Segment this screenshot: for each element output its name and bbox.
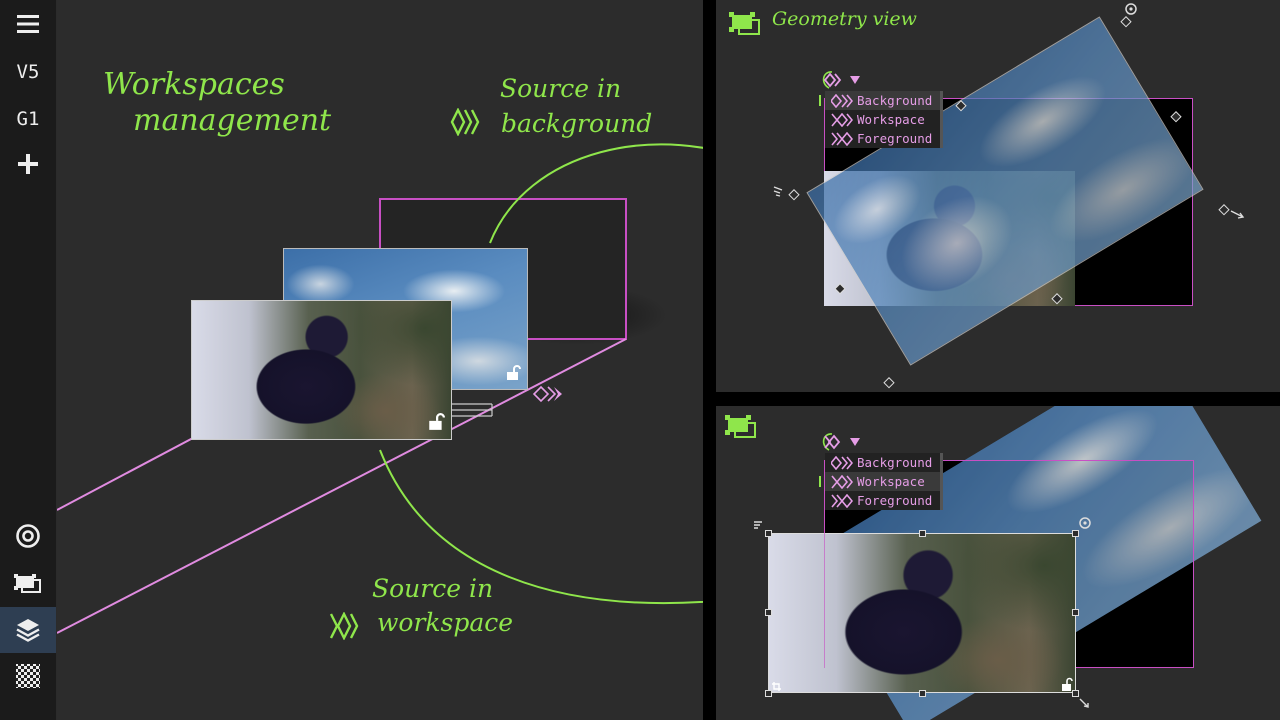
view-button-label: V5 xyxy=(16,61,40,83)
workspaces-panel: Workspaces management Source in backgrou… xyxy=(57,0,703,720)
menu-item-label: Workspace xyxy=(857,474,925,489)
resize-handle[interactable] xyxy=(919,530,926,537)
workspace-chevrons-icon[interactable] xyxy=(532,385,562,403)
menu-item-background[interactable]: Background xyxy=(825,453,940,472)
menu-item-workspace[interactable]: Workspace xyxy=(818,472,941,491)
annotation-source-bg-2: background xyxy=(501,109,653,138)
frame-edge xyxy=(824,533,825,668)
geometry-button[interactable] xyxy=(0,561,56,605)
rotation-handles[interactable] xyxy=(716,0,1280,392)
foreground-icon xyxy=(831,493,853,508)
group-button-label: G1 xyxy=(16,108,40,130)
geometry-view-icon xyxy=(729,12,760,35)
geometry-view-label: Geometry view xyxy=(772,8,917,30)
annotation-workspaces: Workspaces xyxy=(103,67,285,102)
menu-item-background[interactable]: Background xyxy=(818,91,941,110)
background-source-icon xyxy=(450,108,480,136)
crow-image[interactable] xyxy=(191,300,452,440)
chevron-down-icon[interactable] xyxy=(849,437,861,447)
left-toolbar: V5 G1 xyxy=(0,0,57,720)
geometry-view-icon xyxy=(725,415,756,438)
source-selector-top[interactable]: Background Workspace Foreground xyxy=(818,69,944,148)
layers-button[interactable] xyxy=(0,607,56,653)
chevron-down-icon[interactable] xyxy=(849,75,861,85)
unlock-icon[interactable] xyxy=(427,413,445,431)
transform-handles[interactable] xyxy=(716,406,1280,720)
workspace-icon xyxy=(831,474,853,489)
resize-handle[interactable] xyxy=(1072,530,1079,537)
background-icon xyxy=(831,93,853,108)
crow-image-selected[interactable] xyxy=(768,533,1076,693)
workspace-view-panel: Background Workspace Foreground xyxy=(716,406,1280,720)
menu-item-foreground[interactable]: Foreground xyxy=(825,491,940,510)
annotation-source-ws-1: Source in xyxy=(372,574,494,603)
hamburger-icon xyxy=(17,15,39,33)
menu-item-label: Foreground xyxy=(857,131,933,146)
checkerboard-button[interactable] xyxy=(0,654,56,698)
annotation-source-ws-2: workspace xyxy=(377,608,514,637)
source-selector-bottom[interactable]: Background Workspace Foreground xyxy=(818,431,944,510)
add-button[interactable] xyxy=(0,142,56,186)
workspace-source-icon xyxy=(329,612,359,640)
view-button[interactable]: V5 xyxy=(0,50,56,94)
menu-item-label: Workspace xyxy=(857,112,925,127)
foreground-icon xyxy=(831,131,853,146)
layers-icon xyxy=(16,619,40,642)
unlock-icon xyxy=(1062,677,1073,691)
menu-button[interactable] xyxy=(0,2,56,46)
resize-handle[interactable] xyxy=(765,609,772,616)
menu-item-label: Foreground xyxy=(857,493,933,508)
resize-handle[interactable] xyxy=(765,530,772,537)
geometry-icon xyxy=(14,574,41,593)
target-icon xyxy=(16,524,40,548)
menu-item-label: Background xyxy=(857,455,933,470)
menu-item-label: Background xyxy=(857,93,933,108)
resize-handle[interactable] xyxy=(765,690,772,697)
menu-item-workspace[interactable]: Workspace xyxy=(825,110,940,129)
plus-icon xyxy=(18,154,38,174)
source-selector-icon[interactable] xyxy=(819,431,849,453)
checkerboard-icon xyxy=(16,664,40,688)
menu-item-foreground[interactable]: Foreground xyxy=(825,129,940,148)
target-button[interactable] xyxy=(0,514,56,558)
annotation-management: management xyxy=(133,103,332,138)
background-icon xyxy=(831,455,853,470)
annotation-source-bg-1: Source in xyxy=(500,74,622,103)
unlock-icon[interactable] xyxy=(505,365,521,381)
geometry-view-panel: Geometry view xyxy=(716,0,1280,392)
resize-handle[interactable] xyxy=(1072,690,1079,697)
source-selector-icon[interactable] xyxy=(819,69,849,91)
group-button[interactable]: G1 xyxy=(0,97,56,141)
resize-handle[interactable] xyxy=(919,690,926,697)
resize-handle[interactable] xyxy=(1072,609,1079,616)
workspace-icon xyxy=(831,112,853,127)
